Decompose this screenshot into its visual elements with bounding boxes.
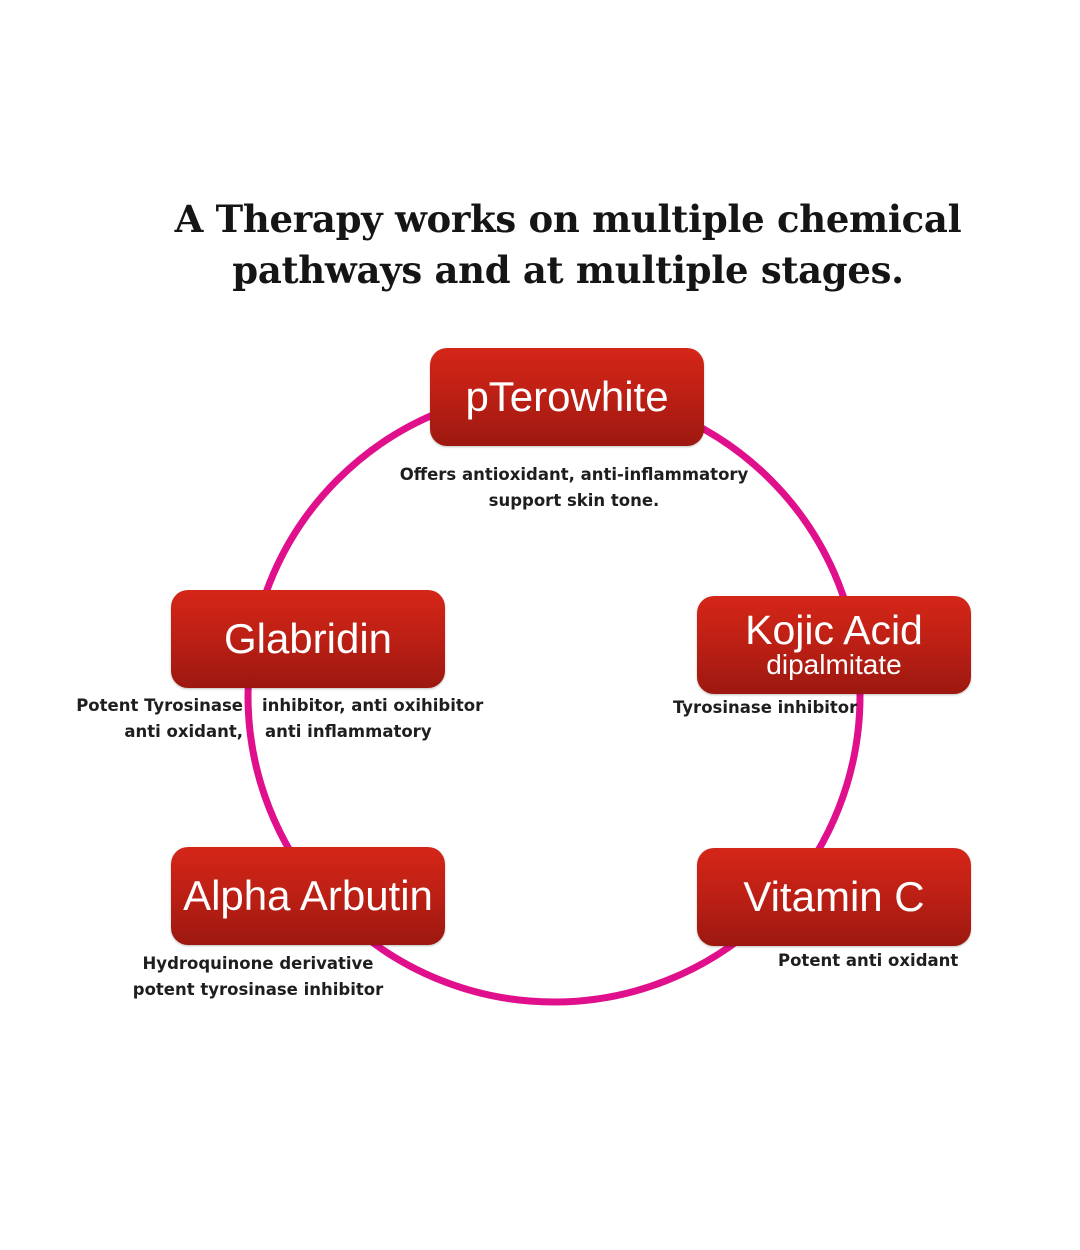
desc-line: support skin tone. bbox=[488, 491, 660, 510]
node-alpha-arbutin-description: Hydroquinone derivative potent tyrosinas… bbox=[120, 951, 396, 1003]
desc-line: Potent anti oxidant bbox=[778, 951, 959, 970]
node-glabridin-description-right: inhibitor, anti oxihibitor anti inflamma… bbox=[262, 693, 483, 745]
node-glabridin: Glabridin bbox=[171, 590, 445, 688]
node-vitamin-c: Vitamin C bbox=[697, 848, 971, 946]
node-kojic-acid-sublabel: dipalmitate bbox=[766, 649, 902, 680]
node-pterowhite-label: pTerowhite bbox=[465, 373, 669, 420]
desc-line: Potent Tyrosinase bbox=[76, 696, 243, 715]
node-vitamin-c-label: Vitamin C bbox=[743, 873, 925, 920]
desc-line: anti oxidant, bbox=[124, 722, 243, 741]
node-kojic-acid-label: Kojic Acid bbox=[745, 607, 923, 653]
node-kojic-acid-description: Tyrosinase inhibitor bbox=[673, 695, 857, 721]
desc-line: Offers antioxidant, anti-inflammatory bbox=[399, 465, 749, 484]
node-glabridin-description-left: Potent Tyrosinase anti oxidant, bbox=[70, 693, 243, 745]
node-pterowhite-description: Offers antioxidant, anti-inflammatory su… bbox=[390, 462, 758, 514]
title-line-1: A Therapy works on multiple chemical bbox=[174, 197, 962, 241]
desc-line: Tyrosinase inhibitor bbox=[673, 698, 858, 717]
node-glabridin-label: Glabridin bbox=[223, 615, 393, 662]
desc-line: potent tyrosinase inhibitor bbox=[132, 980, 384, 999]
desc-line: inhibitor, anti oxihibitor bbox=[262, 696, 484, 715]
diagram-title: A Therapy works on multiple chemical pat… bbox=[0, 194, 1080, 296]
desc-line: Hydroquinone derivative bbox=[142, 954, 374, 973]
node-alpha-arbutin-label: Alpha Arbutin bbox=[183, 872, 433, 919]
node-alpha-arbutin: Alpha Arbutin bbox=[171, 847, 445, 945]
node-pterowhite: pTerowhite bbox=[430, 348, 704, 446]
node-kojic-acid: Kojic Acid dipalmitate bbox=[697, 596, 971, 694]
desc-line: anti inflammatory bbox=[265, 722, 432, 741]
title-line-2: pathways and at multiple stages. bbox=[232, 248, 904, 292]
node-vitamin-c-description: Potent anti oxidant bbox=[778, 948, 958, 974]
